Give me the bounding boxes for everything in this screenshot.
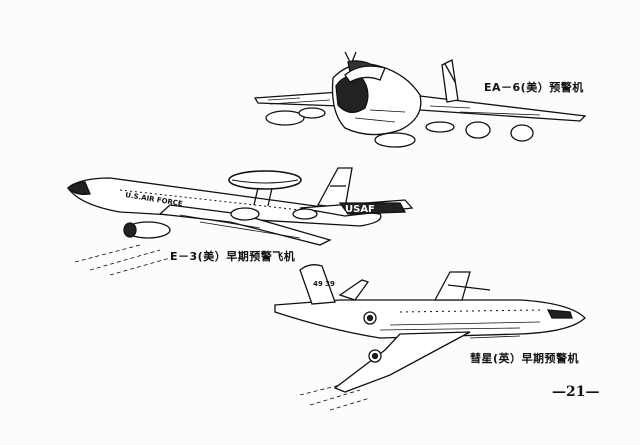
nimrod-aircraft-drawing: 49 39	[274, 264, 586, 411]
e3-awacs-aircraft-drawing: U.S.AIR FORCE USAF	[67, 167, 414, 276]
ea6-caption: EA－6(美）预警机	[484, 81, 584, 94]
nimrod-tail-text: 49 39	[313, 280, 335, 288]
e3-tail-text: USAF	[345, 204, 375, 215]
page-number: —21—	[552, 384, 600, 400]
ea6-aircraft-drawing	[253, 51, 587, 148]
nimrod-caption: 彗星(英）早期预警机	[470, 352, 580, 365]
e3-caption: E－3(美）早期预警飞机	[170, 250, 296, 263]
